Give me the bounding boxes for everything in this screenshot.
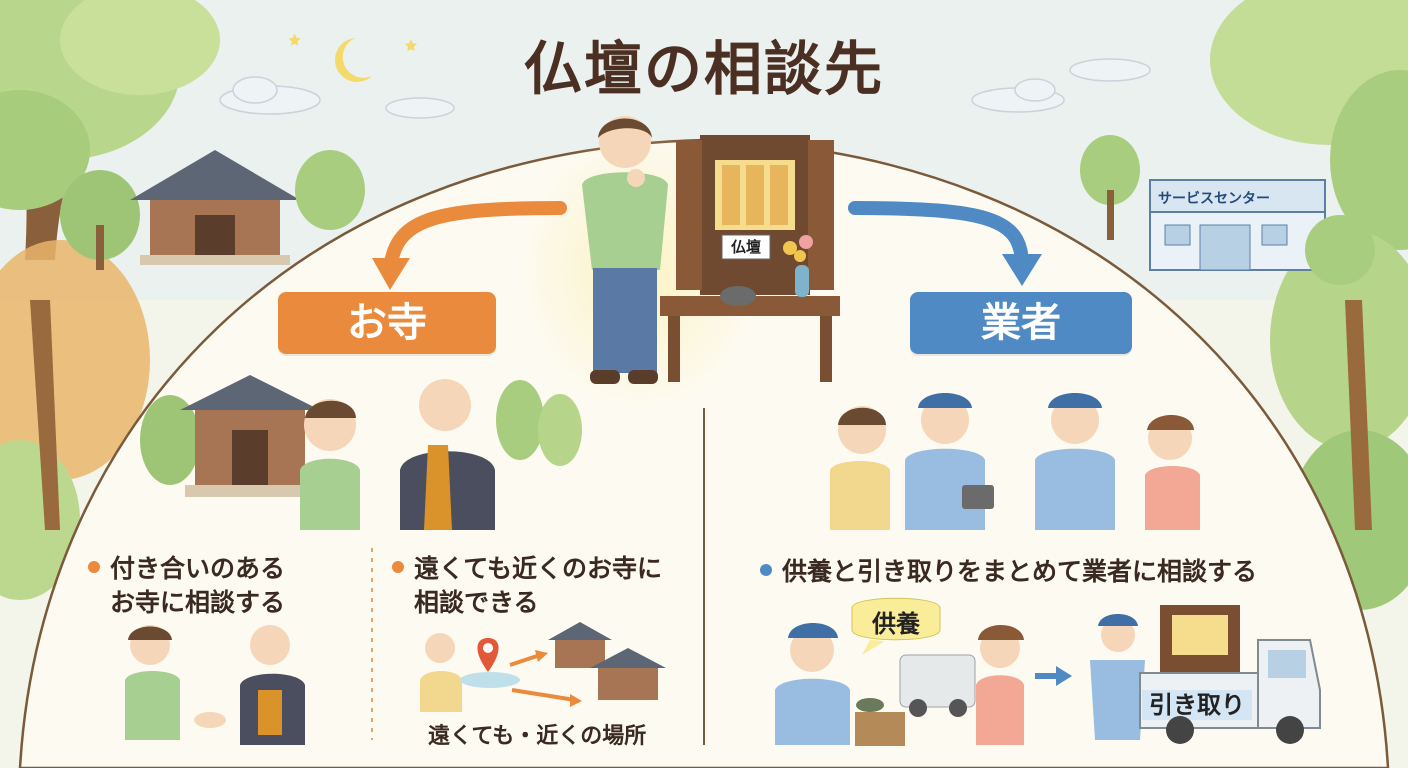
moon-icon — [334, 38, 372, 82]
truck-illustration — [1090, 605, 1321, 744]
star-icon — [288, 33, 417, 52]
bullet-dot — [760, 564, 772, 576]
arrow-to-temple — [383, 201, 567, 277]
service-center-sign: サービスセンター — [1158, 191, 1270, 207]
truck-label: 引き取り — [1149, 691, 1245, 719]
arrow-to-temple-head — [372, 258, 410, 290]
tree-left — [0, 0, 220, 600]
temple-bullet-2-line-1: 遠くても近くのお寺に — [414, 554, 663, 583]
vendor-bullet: 供養と引き取りをまとめて業者に相談する — [760, 555, 1257, 589]
speech-bubble — [851, 597, 941, 641]
page-title: 仏壇の相談先 — [523, 35, 884, 103]
temple-background — [60, 150, 365, 270]
kuyou-scene — [775, 597, 1072, 746]
temple-bullet-2: 遠くても近くのお寺に 相談できる — [392, 552, 662, 620]
arrow-right-icon — [509, 653, 541, 667]
service-center-building — [1080, 135, 1375, 285]
altar-tag: 仏壇 — [730, 238, 761, 256]
temple-bullet-1-line-2: お寺に相談する — [110, 588, 286, 617]
vendor-label: 業者 — [910, 292, 1132, 354]
temple-bullet-1-line-1: 付き合いのある — [110, 554, 286, 583]
bullet-dot — [88, 561, 100, 573]
handshake-illustration — [125, 625, 305, 745]
person-thinking — [582, 116, 668, 384]
cloud — [219, 58, 1151, 119]
vendor-scene — [830, 393, 1200, 530]
temple-bullet-2-line-2: 相談できる — [414, 588, 539, 617]
bullet-dot — [392, 561, 404, 573]
butsudan-altar — [660, 135, 840, 382]
temple-scene — [140, 375, 582, 530]
vendor-bullet-text: 供養と引き取りをまとめて業者に相談する — [782, 557, 1258, 586]
temple-label: お寺 — [278, 292, 496, 354]
arrow-to-vendor-head — [1002, 254, 1042, 286]
map-caption: 遠くても・近くの場所 — [428, 724, 647, 749]
arrow-to-vendor — [848, 201, 1029, 269]
speech-bubble-text: 供養 — [872, 610, 920, 638]
temple-bullet-1: 付き合いのある お寺に相談する — [88, 552, 285, 620]
location-pin-icon — [477, 638, 499, 672]
map-illustration — [420, 622, 666, 712]
